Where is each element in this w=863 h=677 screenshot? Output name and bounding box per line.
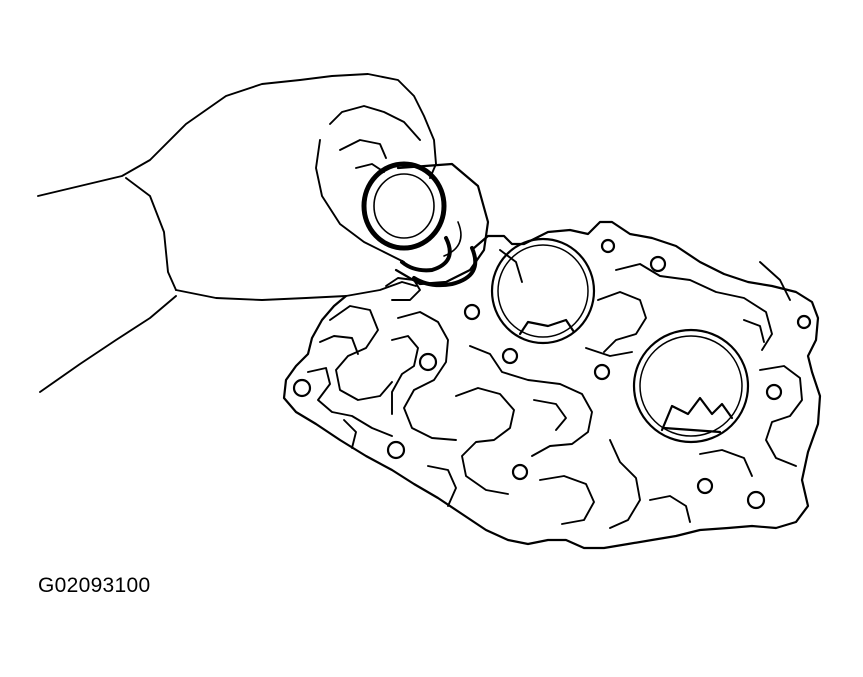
bore-2-step — [660, 396, 734, 432]
passage-6 — [455, 387, 515, 495]
passage-5 — [391, 335, 419, 415]
passage-2 — [319, 335, 359, 355]
bore-1 — [490, 237, 596, 345]
fingertip — [385, 277, 421, 301]
bolt-hole-7 — [600, 238, 616, 254]
bolt-hole-13 — [796, 314, 812, 330]
passage-4 — [397, 311, 457, 441]
accumulator-sleeve — [361, 161, 490, 288]
o-ring-upper — [400, 236, 452, 273]
finger-crease — [355, 163, 385, 173]
bolt-hole-3 — [501, 347, 519, 365]
passage-11 — [609, 439, 641, 529]
bolt-hole-1 — [292, 378, 312, 398]
hand-outline — [37, 73, 437, 197]
forearm-bottom — [39, 295, 177, 393]
sleeve-groove — [443, 221, 462, 257]
palm-underside — [175, 281, 417, 301]
valve-body-outline — [282, 220, 822, 550]
passage-10 — [539, 475, 595, 525]
passage-13 — [615, 263, 773, 351]
finger-nail — [339, 139, 387, 159]
passage-1 — [329, 305, 393, 401]
bolt-hole-11 — [696, 477, 714, 495]
bore-1-step — [518, 318, 576, 336]
finger-top — [329, 105, 421, 141]
bolt-hole-2 — [418, 352, 438, 372]
bolt-hole-10 — [746, 490, 766, 510]
passage-20 — [585, 347, 633, 357]
sleeve-top-inner — [373, 173, 435, 239]
bolt-hole-5 — [463, 303, 481, 321]
passage-3 — [307, 367, 393, 437]
passage-14 — [743, 319, 765, 343]
bore-2-floor — [662, 426, 722, 434]
bore-1-inner — [497, 244, 589, 338]
passage-16 — [699, 449, 753, 477]
o-ring-lower — [412, 246, 478, 288]
passage-17 — [649, 495, 691, 523]
bolt-hole-4 — [386, 440, 406, 460]
sleeve-top-rim — [361, 161, 447, 251]
bolt-hole-9 — [765, 383, 783, 401]
passage-9 — [533, 399, 567, 431]
bolt-hole-6 — [649, 255, 667, 273]
hand — [37, 73, 437, 393]
passage-19 — [499, 249, 523, 283]
figure-code: G02093100 — [38, 574, 151, 597]
fluid-passages — [307, 249, 803, 529]
bore-2-inner — [639, 335, 743, 437]
bolt-hole-8 — [593, 363, 611, 381]
passage-21 — [343, 419, 357, 449]
valve-body — [282, 220, 822, 550]
thumb — [315, 139, 405, 263]
passage-15 — [759, 365, 803, 467]
bolt-hole-12 — [511, 463, 529, 481]
wrist-top — [125, 177, 177, 291]
passage-12 — [597, 291, 647, 353]
bore-2 — [632, 328, 750, 444]
passage-8 — [469, 345, 593, 457]
passage-18 — [759, 261, 791, 301]
passage-7 — [427, 465, 457, 507]
